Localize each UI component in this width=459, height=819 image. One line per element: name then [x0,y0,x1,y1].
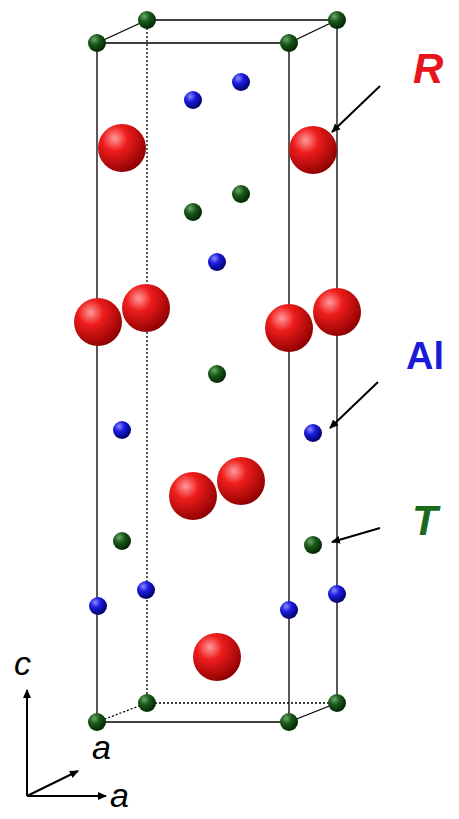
al-atom [328,585,346,603]
r-atom [217,457,265,505]
t-atom [232,185,250,203]
al-atom [232,73,250,91]
t-atom [280,34,298,52]
t-atom [280,713,298,731]
t-atom [184,203,202,221]
pointer-arrows [330,86,380,542]
al-atom [184,91,202,109]
t-atom [328,11,346,29]
t-atom [328,694,346,712]
r-atom [98,124,146,172]
al-atom [137,581,155,599]
al-atom [113,421,131,439]
t-atom [88,713,106,731]
r-atom [265,304,313,352]
al-atom [89,597,107,615]
r-atom [74,298,122,346]
atoms [74,11,361,731]
r-atom [313,288,361,336]
al-atom [280,601,298,619]
al-atom [208,253,226,271]
r-atom [289,126,337,174]
t-atom [88,34,106,52]
t-atom [138,11,156,29]
r-atom [122,284,170,332]
element-label: T [412,500,438,542]
element-label: R [413,48,443,90]
r-atom [193,633,241,681]
al-atom [304,424,322,442]
r-atom [169,472,217,520]
t-atom [138,694,156,712]
axis-label: a [92,730,111,764]
axis-label: c [14,646,31,680]
t-atom [304,536,322,554]
element-label: Al [406,337,444,375]
t-atom [113,532,131,550]
t-atom [208,365,226,383]
axis-label: a [110,778,129,812]
unit-cell [97,20,337,722]
